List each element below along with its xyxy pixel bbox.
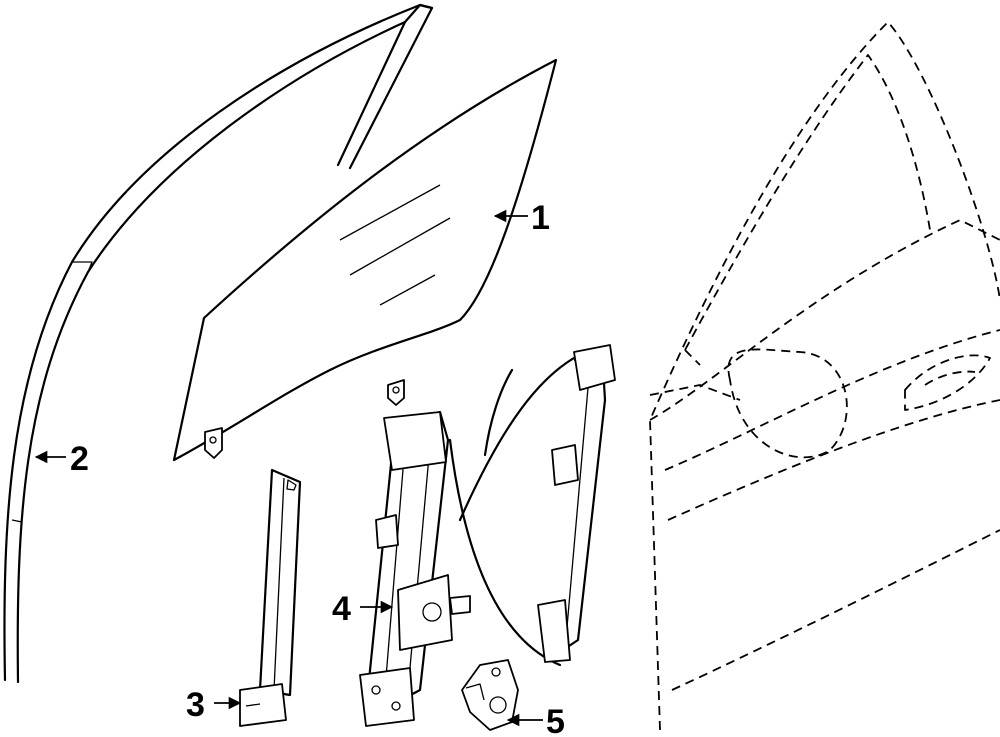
regulator-motor	[461, 659, 519, 731]
callout-4: 4	[332, 590, 351, 628]
callout-5: 5	[546, 703, 565, 737]
window-regulator	[359, 344, 616, 727]
glass-run-channel	[3, 3, 434, 684]
door-glass	[172, 58, 558, 462]
callout-3: 3	[186, 686, 205, 724]
door-outline	[649, 21, 1000, 731]
callout-1: 1	[531, 199, 550, 237]
division-channel	[239, 468, 302, 727]
callout-leaders	[34, 209, 543, 727]
callout-2: 2	[70, 440, 89, 478]
